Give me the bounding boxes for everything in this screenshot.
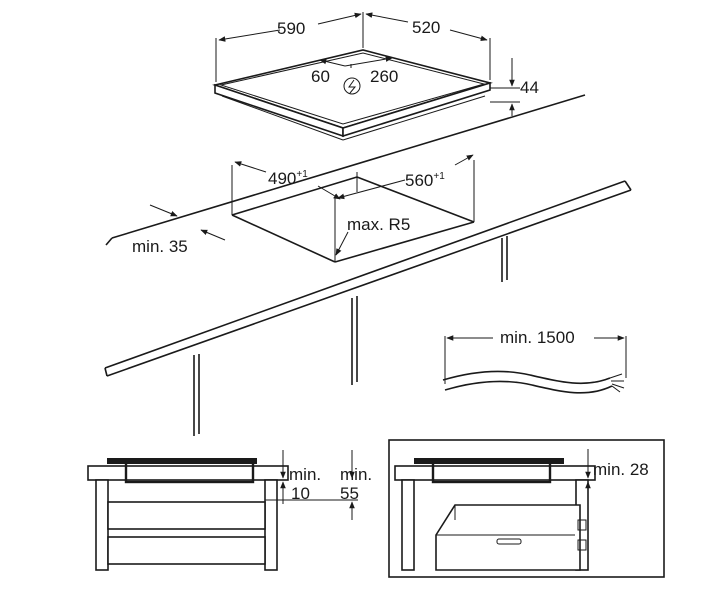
electrical-symbol-icon	[343, 77, 361, 95]
cutout-radius-label: max. R5	[347, 215, 410, 234]
hob-illustration	[212, 49, 493, 141]
front-margin-label: min. 35	[132, 237, 188, 256]
hob-height-label: 44	[520, 78, 539, 97]
hob-width-label: 590	[277, 19, 305, 38]
worktop-illustration	[104, 94, 632, 436]
hob-offset-left-label: 60	[311, 67, 330, 86]
hob-dimension-lines	[215, 12, 520, 116]
cable-illustration	[442, 335, 627, 394]
left-detail-dimensions	[265, 450, 358, 520]
cutout-dimension-lines	[149, 154, 474, 256]
right-oven-detail	[388, 439, 665, 578]
hob-depth-label: 520	[412, 18, 440, 37]
cable-length-label: min. 1500	[500, 328, 575, 347]
gap1-label-line2: 10	[291, 484, 310, 503]
hob-offset-right-label: 260	[370, 67, 398, 86]
gap2-label-line1: min.	[340, 465, 372, 484]
gap2-label-line2: 55	[340, 484, 359, 503]
left-cabinet-detail	[87, 458, 289, 571]
gap-right-label: min. 28	[593, 460, 649, 479]
cutout-width-label: 490+1	[268, 169, 308, 188]
cutout-depth-label: 560+1	[405, 171, 445, 190]
cutout-illustration	[231, 160, 475, 263]
gap1-label-line1: min.	[289, 465, 321, 484]
